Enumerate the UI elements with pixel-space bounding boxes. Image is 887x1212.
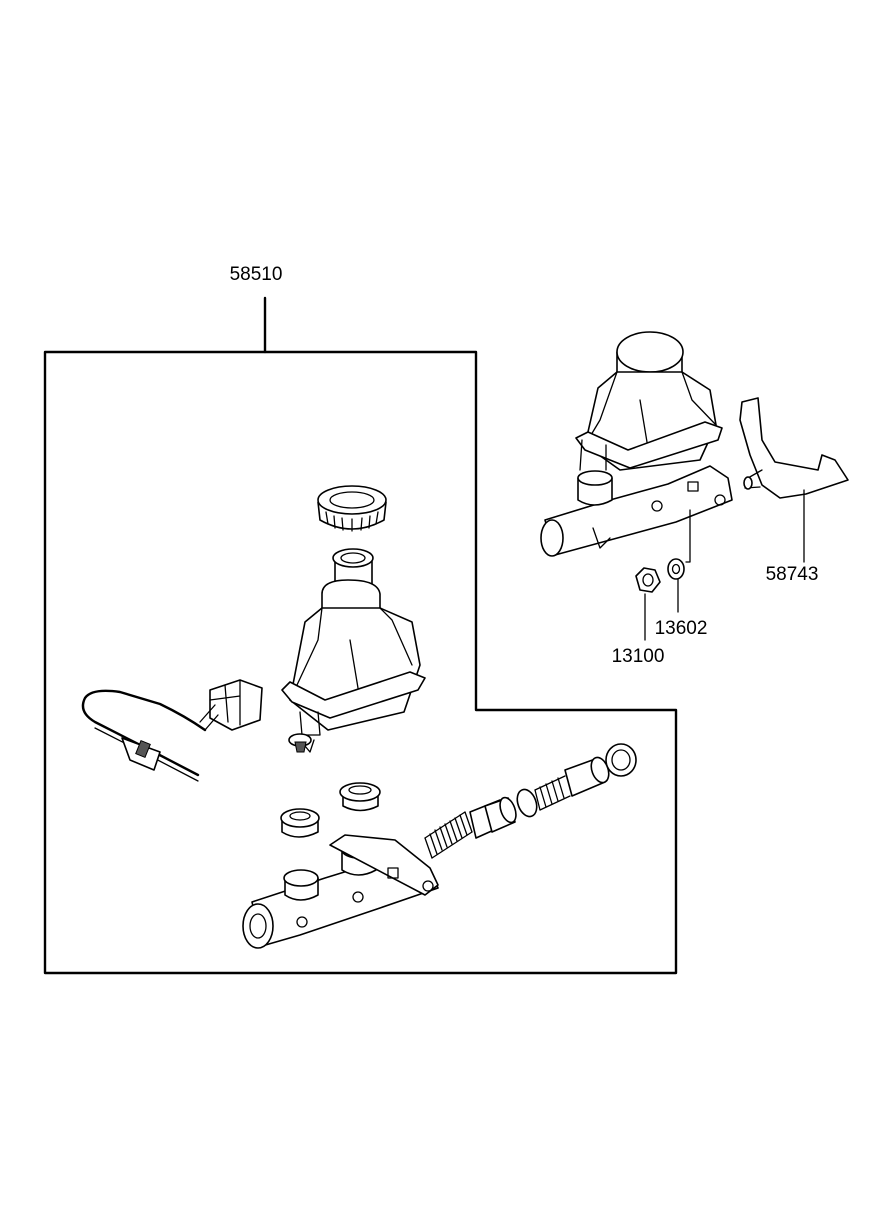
grommet-left xyxy=(280,808,320,838)
spring-piston-1 xyxy=(424,796,517,859)
cylinder-body-exploded xyxy=(242,834,439,949)
reservoir-cap xyxy=(317,485,387,532)
reservoir-tank xyxy=(281,548,426,753)
label-nut: 13100 xyxy=(612,646,665,667)
label-washer: 13602 xyxy=(655,618,708,639)
label-bracket: 58743 xyxy=(766,564,819,585)
level-switch-wire xyxy=(81,679,263,782)
grommet-right xyxy=(339,782,381,812)
label-assembly: 58510 xyxy=(230,264,283,285)
assembly-outline xyxy=(43,296,678,975)
washer-part xyxy=(667,558,685,580)
nut-part xyxy=(635,567,661,593)
master-cylinder-assembled xyxy=(540,331,733,557)
snap-ring xyxy=(605,743,637,777)
leader-lines xyxy=(644,489,805,641)
bracket-part xyxy=(739,397,849,499)
spring-piston-2 xyxy=(516,756,610,818)
